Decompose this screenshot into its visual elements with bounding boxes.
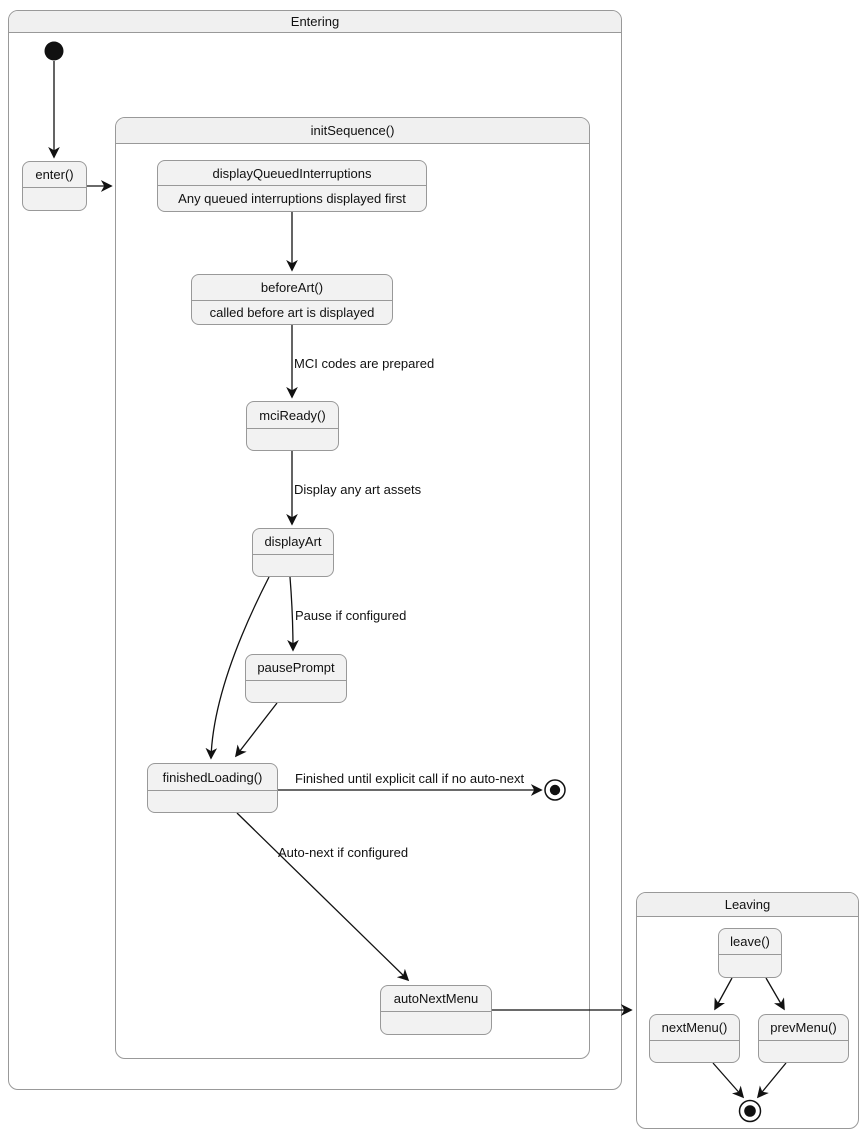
state-finished-loading-body (148, 791, 277, 812)
state-before-art-title: beforeArt() (192, 275, 392, 301)
state-prev-menu: prevMenu() (758, 1014, 849, 1063)
edge-label-finished-no-autonext: Finished until explicit call if no auto-… (295, 771, 525, 786)
edge-label-pause-if-configured: Pause if configured (295, 608, 407, 623)
entering-container: Entering (8, 10, 622, 1090)
state-display-art-body (253, 555, 333, 576)
state-prev-menu-body (759, 1041, 848, 1062)
state-before-art: beforeArt() called before art is display… (191, 274, 393, 325)
state-leave-title: leave() (719, 929, 781, 955)
state-display-queued-interruptions-description: Any queued interruptions displayed first (178, 191, 406, 206)
state-mci-ready-body (247, 429, 338, 450)
edge-label-display-assets: Display any art assets (294, 482, 422, 497)
leaving-title-label: Leaving (724, 897, 771, 912)
leaving-container-title: Leaving (637, 893, 858, 917)
state-leave-body (719, 955, 781, 977)
state-auto-next-menu: autoNextMenu (380, 985, 492, 1035)
entering-container-title: Entering (9, 11, 621, 33)
state-pause-prompt-title: pausePrompt (246, 655, 346, 681)
edge-label-mci-codes: MCI codes are prepared (294, 356, 435, 371)
state-auto-next-menu-title: autoNextMenu (381, 986, 491, 1012)
init-sequence-container-title: initSequence() (116, 118, 589, 144)
entering-title-label: Entering (290, 14, 340, 29)
state-finished-loading-title: finishedLoading() (148, 764, 277, 791)
state-next-menu-body (650, 1041, 739, 1062)
state-enter: enter() (22, 161, 87, 211)
state-mci-ready: mciReady() (246, 401, 339, 451)
state-enter-title: enter() (23, 162, 86, 188)
state-prev-menu-title: prevMenu() (759, 1015, 848, 1041)
state-display-art: displayArt (252, 528, 334, 577)
state-leave: leave() (718, 928, 782, 978)
state-before-art-description: called before art is displayed (209, 305, 375, 320)
state-display-queued-interruptions-title: displayQueuedInterruptions (158, 161, 426, 186)
state-finished-loading: finishedLoading() (147, 763, 278, 813)
state-next-menu: nextMenu() (649, 1014, 740, 1063)
state-next-menu-title: nextMenu() (650, 1015, 739, 1041)
state-display-queued-interruptions: displayQueuedInterruptions Any queued in… (157, 160, 427, 212)
edge-label-auto-next: Auto-next if configured (278, 845, 409, 860)
init-sequence-title-label: initSequence() (310, 123, 395, 138)
leaving-container: Leaving (636, 892, 859, 1129)
state-display-art-title: displayArt (253, 529, 333, 555)
init-sequence-container: initSequence() (115, 117, 590, 1059)
state-auto-next-menu-body (381, 1012, 491, 1034)
state-enter-body (23, 188, 86, 210)
state-mci-ready-title: mciReady() (247, 402, 338, 429)
state-pause-prompt-body (246, 681, 346, 702)
state-pause-prompt: pausePrompt (245, 654, 347, 703)
